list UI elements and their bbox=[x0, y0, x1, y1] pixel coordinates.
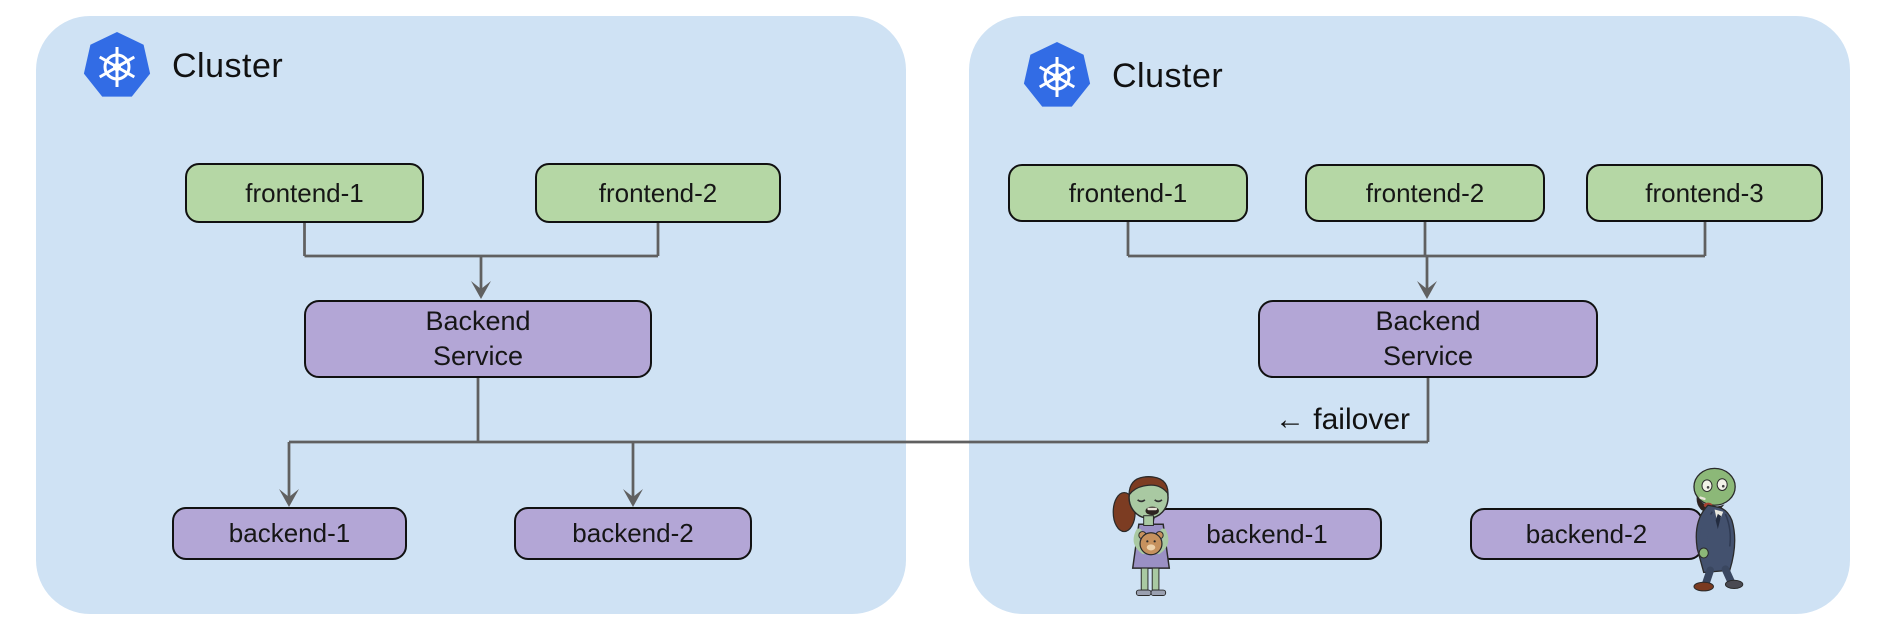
left-frontend-2-node: frontend-2 bbox=[535, 163, 781, 223]
right-frontend-1-node: frontend-1 bbox=[1008, 164, 1248, 222]
right-frontend-3-node: frontend-3 bbox=[1586, 164, 1823, 222]
left-backend-service-node: Backend Service bbox=[304, 300, 652, 378]
zombie-boy-icon bbox=[1693, 467, 1744, 592]
left-frontend-1-node: frontend-1 bbox=[185, 163, 424, 223]
service-label: Backend Service bbox=[1375, 305, 1481, 371]
right-frontend-2-node: frontend-2 bbox=[1305, 164, 1545, 222]
cluster-title: Cluster bbox=[1112, 56, 1224, 95]
cluster-title: Cluster bbox=[172, 46, 284, 85]
kubernetes-icon bbox=[1023, 42, 1091, 107]
right-backend-1-node: backend-1 bbox=[1152, 508, 1382, 560]
cluster-header-right: Cluster bbox=[1020, 40, 1223, 112]
left-backend-2-node: backend-2 bbox=[514, 507, 752, 560]
service-label: Backend Service bbox=[425, 305, 531, 371]
cluster-header-left: Cluster bbox=[80, 30, 283, 102]
left-backend-1-node: backend-1 bbox=[172, 507, 407, 560]
failover-label: ← failover bbox=[1274, 403, 1410, 436]
kubernetes-icon bbox=[83, 32, 151, 97]
right-backend-2-node: backend-2 bbox=[1470, 508, 1703, 560]
zombie-girl-icon bbox=[1112, 475, 1171, 597]
right-backend-service-node: Backend Service bbox=[1258, 300, 1598, 378]
